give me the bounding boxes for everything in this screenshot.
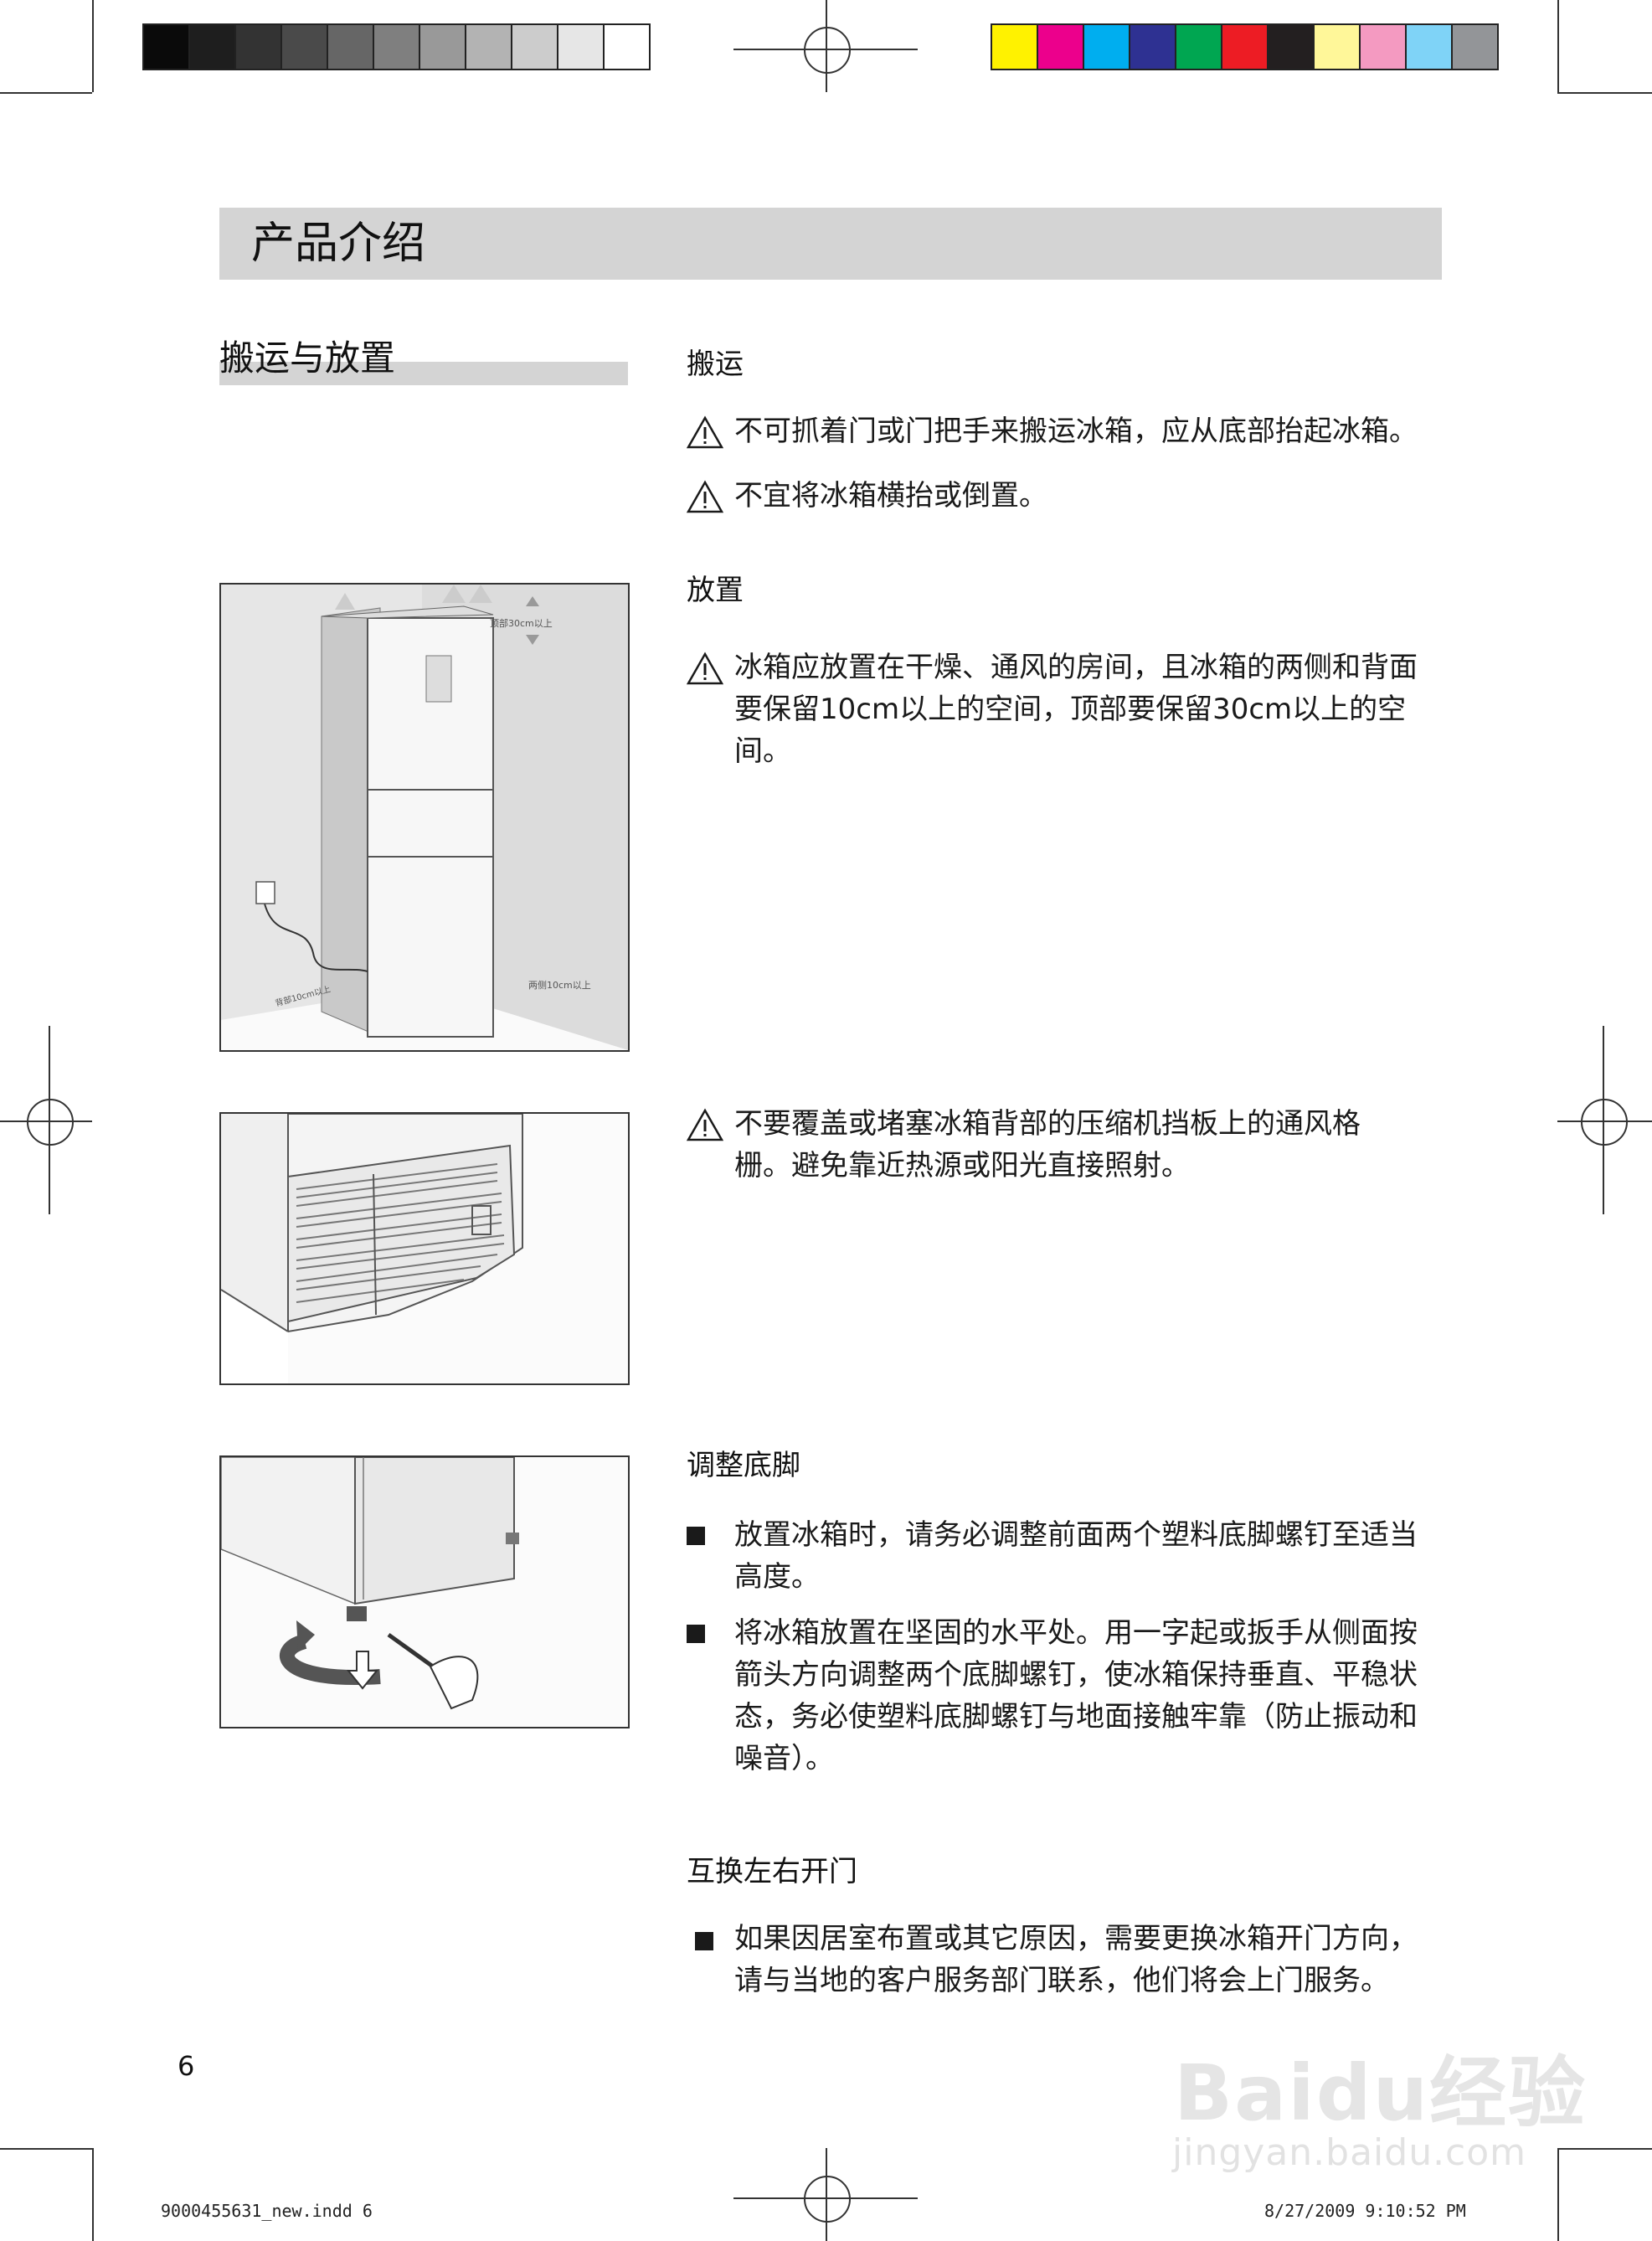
color-swatch xyxy=(144,25,190,69)
warning-icon xyxy=(687,415,723,449)
color-swatch xyxy=(1038,25,1084,69)
feet-adjust-illustration xyxy=(221,1457,628,1727)
page-number: 6 xyxy=(178,2050,195,2082)
color-swatch xyxy=(512,25,558,69)
feet-title: 调整底脚 xyxy=(687,1449,800,1482)
feet-item-line: 箭头方向调整两个底脚螺钉，使冰箱保持垂直、平稳状 xyxy=(734,1658,1418,1692)
bullet-marker xyxy=(687,1625,705,1643)
color-swatch xyxy=(328,25,374,69)
color-swatch xyxy=(1130,25,1176,69)
ventilation-warning-line: 不要覆盖或堵塞冰箱背部的压缩机挡板上的通风格 xyxy=(734,1107,1361,1141)
registration-mark-left xyxy=(27,1099,74,1146)
fridge-placement-figure: 顶部30cm以上 两侧10cm以上 背部10cm以上 xyxy=(219,583,630,1052)
transport-title: 搬运 xyxy=(687,348,744,381)
cmyk-color-bar xyxy=(991,23,1499,70)
section-underline xyxy=(219,362,628,385)
door-item: 如果因居室布置或其它原因，需要更换冰箱开门方向， 请与当地的客户服务部门联系，他… xyxy=(734,1918,1446,2001)
feet-item-line: 将冰箱放置在坚固的水平处。用一字起或扳手从侧面按 xyxy=(734,1616,1418,1650)
color-swatch xyxy=(466,25,512,69)
warning-icon xyxy=(687,1108,723,1141)
file-slug: 9000455631_new.indd 6 xyxy=(161,2201,373,2221)
registration-mark-bottom xyxy=(804,2176,851,2223)
feet-item-line: 噪音）。 xyxy=(734,1742,834,1775)
side-clearance-label: 两侧10cm以上 xyxy=(528,980,591,991)
page-title: 产品介绍 xyxy=(251,219,426,269)
ventilation-warning: 不要覆盖或堵塞冰箱背部的压缩机挡板上的通风格 栅。避免靠近热源或阳光直接照射。 xyxy=(734,1103,1446,1187)
registration-mark-right xyxy=(1581,1099,1628,1146)
feet-item-1: 放置冰箱时，请务必调整前面两个塑料底脚螺钉至适当 高度。 xyxy=(734,1514,1446,1598)
color-swatch xyxy=(1315,25,1361,69)
baidu-watermark-url: jingyan.baidu.com xyxy=(1172,2131,1527,2174)
warning-icon xyxy=(687,480,723,513)
transport-warning-1: 不可抓着门或门把手来搬运冰箱，应从底部抬起冰箱。 xyxy=(734,415,1418,448)
color-swatch xyxy=(1084,25,1130,69)
placement-warning-line: 要保留10cm以上的空间，顶部要保留30cm以上的空 xyxy=(734,693,1407,726)
placement-warning: 冰箱应放置在干燥、通风的房间，且冰箱的两侧和背面 要保留10cm以上的空间，顶部… xyxy=(734,647,1446,772)
feet-item-line: 高度。 xyxy=(734,1560,820,1594)
feet-item-line: 放置冰箱时，请务必调整前面两个塑料底脚螺钉至适当 xyxy=(734,1518,1418,1552)
section-title: 搬运与放置 xyxy=(219,337,396,379)
color-swatch xyxy=(1361,25,1407,69)
door-title: 互换左右开门 xyxy=(687,1855,857,1888)
color-swatch xyxy=(1453,25,1497,69)
color-swatch xyxy=(374,25,420,69)
door-item-line: 请与当地的客户服务部门联系，他们将会上门服务。 xyxy=(734,1964,1389,1997)
vent-grille-figure xyxy=(219,1112,630,1385)
color-swatch xyxy=(1407,25,1453,69)
fridge-clearance-illustration: 顶部30cm以上 两侧10cm以上 背部10cm以上 xyxy=(221,585,628,1050)
placement-warning-line: 间。 xyxy=(734,734,791,768)
color-swatch xyxy=(1176,25,1222,69)
vent-grille-illustration xyxy=(221,1114,628,1383)
color-swatch xyxy=(992,25,1038,69)
color-swatch xyxy=(1269,25,1315,69)
feet-item-line: 态，务必使塑料底脚螺钉与地面接触牢靠（防止振动和 xyxy=(734,1700,1418,1734)
color-swatch xyxy=(1222,25,1269,69)
header-bar xyxy=(219,208,1442,280)
color-swatch xyxy=(558,25,605,69)
print-timestamp: 8/27/2009 9:10:52 PM xyxy=(1264,2201,1466,2221)
placement-warning-line: 冰箱应放置在干燥、通风的房间，且冰箱的两侧和背面 xyxy=(734,651,1418,684)
color-swatch xyxy=(282,25,328,69)
gray-color-bar xyxy=(142,23,651,70)
feet-adjust-figure xyxy=(219,1455,630,1728)
color-swatch xyxy=(605,25,649,69)
feet-item-2: 将冰箱放置在坚固的水平处。用一字起或扳手从侧面按 箭头方向调整两个底脚螺钉，使冰… xyxy=(734,1612,1446,1780)
top-clearance-label: 顶部30cm以上 xyxy=(490,617,553,629)
color-swatch xyxy=(190,25,236,69)
warning-icon xyxy=(687,652,723,685)
door-item-line: 如果因居室布置或其它原因，需要更换冰箱开门方向， xyxy=(734,1922,1418,1955)
color-swatch xyxy=(236,25,282,69)
baidu-watermark: Baidu经验 xyxy=(1174,2048,1588,2138)
transport-warning-2: 不宜将冰箱横抬或倒置。 xyxy=(734,479,1047,513)
registration-mark-top xyxy=(804,27,851,74)
ventilation-warning-line: 栅。避免靠近热源或阳光直接照射。 xyxy=(734,1149,1190,1182)
placement-title: 放置 xyxy=(687,574,744,607)
color-swatch xyxy=(420,25,466,69)
bullet-marker xyxy=(687,1527,705,1545)
bullet-marker xyxy=(695,1932,713,1950)
